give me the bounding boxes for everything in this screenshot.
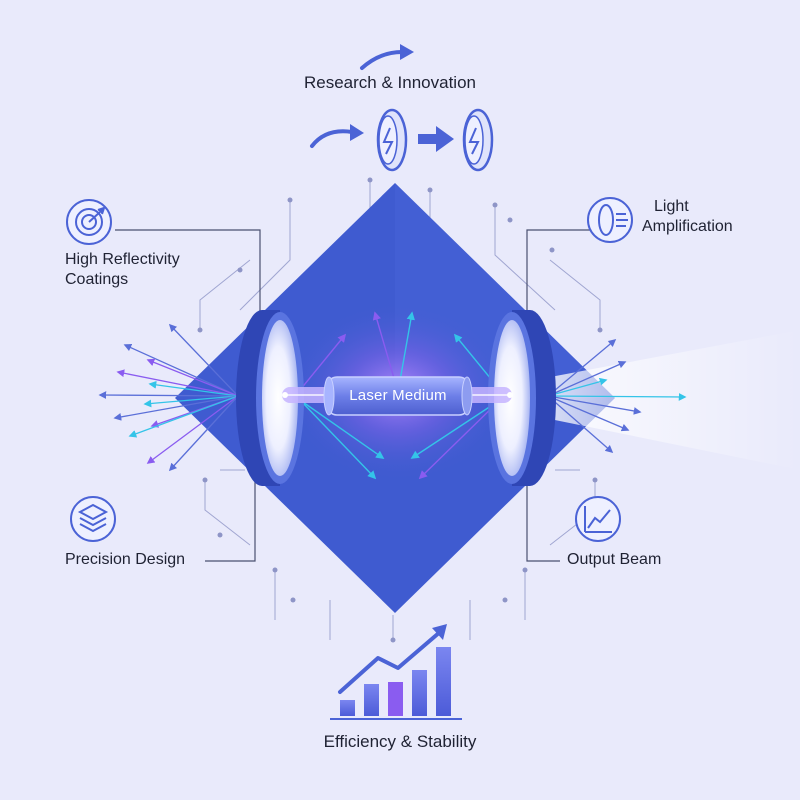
left-mirror xyxy=(236,310,304,486)
left-ray-fan xyxy=(98,323,239,472)
label-connectors xyxy=(115,229,590,562)
line-chart-icon xyxy=(575,496,621,542)
curved-arrow-icon-lower xyxy=(310,124,364,148)
light-amplification-label-line2: Amplification xyxy=(642,218,733,235)
arrow-right-icon xyxy=(418,126,454,152)
right-ray-fan xyxy=(547,338,687,454)
mirror-lens-icon xyxy=(376,108,408,172)
high-reflectivity-label-line2: Coatings xyxy=(65,271,129,288)
target-icon xyxy=(66,199,112,245)
inner-rays xyxy=(299,311,501,480)
output-beam xyxy=(545,330,800,470)
bar-chart-icon xyxy=(330,624,462,720)
high-reflectivity-label-line1: High Reflectivity xyxy=(65,251,180,268)
efficiency-stability-label: Efficiency & Stability xyxy=(323,732,477,751)
curved-arrow-icon xyxy=(360,44,414,70)
light-amplification-label: Light Amplification xyxy=(642,197,792,237)
layers-icon xyxy=(70,496,116,542)
laser-rod xyxy=(282,376,513,416)
research-innovation-label: Research & Innovation xyxy=(304,73,476,92)
output-beam-label: Output Beam xyxy=(567,551,662,568)
circuit-lines xyxy=(199,180,601,640)
laser-medium-label: Laser Medium xyxy=(349,387,447,404)
mirror-lens-icon-2 xyxy=(462,108,494,172)
precision-design-label: Precision Design xyxy=(65,551,186,568)
high-reflectivity-label: High Reflectivity Coatings xyxy=(65,250,235,290)
right-mirror xyxy=(488,310,556,486)
lens-icon xyxy=(587,197,633,243)
light-amplification-label-line1: Light xyxy=(654,198,689,215)
